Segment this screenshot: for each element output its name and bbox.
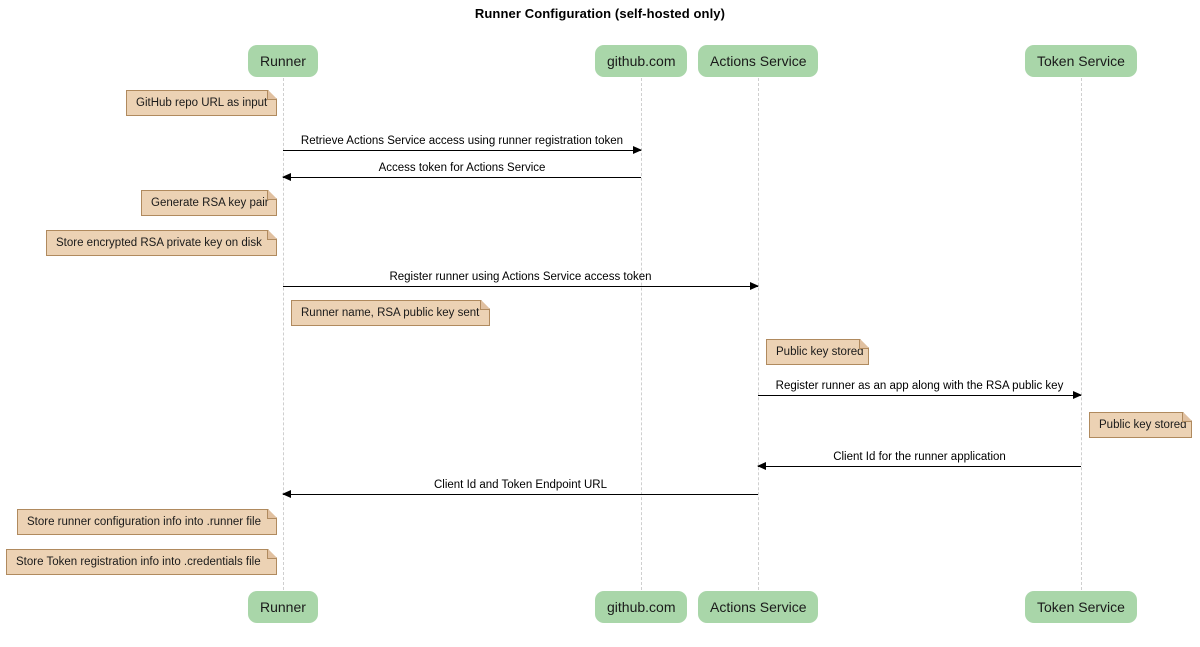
lifeline-token-service <box>1081 78 1082 590</box>
arrowhead-icon <box>282 172 291 181</box>
message-label: Register runner using Actions Service ac… <box>389 271 652 283</box>
participant-label: github.com <box>607 599 676 615</box>
message-label: Client Id for the runner application <box>833 451 1006 463</box>
arrowhead-icon <box>282 489 291 498</box>
lifeline-actions-service <box>758 78 759 590</box>
note-text: Store runner configuration info into .ru… <box>27 516 261 528</box>
participant-label: github.com <box>607 53 676 69</box>
participant-label: Actions Service <box>710 599 807 615</box>
participant-label: Runner <box>260 53 306 69</box>
note-fold-corner-icon <box>267 191 276 200</box>
participant-runner-top[interactable]: Runner <box>248 45 318 77</box>
arrowhead-icon <box>633 145 642 154</box>
arrowhead-icon <box>757 461 766 470</box>
note-store-encrypted-rsa-private-key-on-disk: Store encrypted RSA private key on disk <box>46 230 277 256</box>
participant-label: Token Service <box>1037 599 1125 615</box>
note-github-repo-url-as-input: GitHub repo URL as input <box>126 90 277 116</box>
note-store-runner-configuration-info-into-runner-file: Store runner configuration info into .ru… <box>17 509 277 535</box>
arrowhead-icon <box>750 281 759 290</box>
lifeline-github-com <box>641 78 642 590</box>
message-client-id-for-the-runner-application: Client Id for the runner application <box>757 451 1081 470</box>
note-text: Store Token registration info into .cred… <box>16 556 261 568</box>
message-label: Retrieve Actions Service access using ru… <box>300 135 624 147</box>
message-access-token-for-actions-service: Access token for Actions Service <box>282 162 641 181</box>
note-store-token-registration-info-into-credentials-file: Store Token registration info into .cred… <box>6 549 277 575</box>
participant-label: Actions Service <box>710 53 807 69</box>
arrowhead-icon <box>1073 390 1082 399</box>
note-text: Store encrypted RSA private key on disk <box>56 237 262 249</box>
note-fold-corner-icon <box>1182 413 1191 422</box>
participant-token-service-top[interactable]: Token Service <box>1025 45 1137 77</box>
participant-runner-bottom[interactable]: Runner <box>248 591 318 623</box>
note-fold-corner-icon <box>267 91 276 100</box>
participant-label: Token Service <box>1037 53 1125 69</box>
participant-github-com-top[interactable]: github.com <box>595 45 688 77</box>
note-text: Runner name, RSA public key sent <box>301 307 480 319</box>
message-client-id-and-token-endpoint-url: Client Id and Token Endpoint URL <box>282 479 758 498</box>
message-retrieve-actions-service-access-using-runner-registration-token: Retrieve Actions Service access using ru… <box>283 135 642 154</box>
note-fold-corner-icon <box>480 301 489 310</box>
note-text: Generate RSA key pair <box>151 197 269 209</box>
note-fold-corner-icon <box>267 550 276 559</box>
participant-label: Runner <box>260 599 306 615</box>
lifeline-runner <box>283 78 284 590</box>
note-text: Public key stored <box>776 346 864 358</box>
message-register-runner-using-actions-service-access-token: Register runner using Actions Service ac… <box>283 271 759 290</box>
message-label: Access token for Actions Service <box>378 162 546 174</box>
note-text: GitHub repo URL as input <box>136 97 268 109</box>
participant-token-service-bottom[interactable]: Token Service <box>1025 591 1137 623</box>
participant-actions-service-bottom[interactable]: Actions Service <box>698 591 819 623</box>
note-runner-name-rsa-public-key-sent: Runner name, RSA public key sent <box>291 300 490 326</box>
message-label: Register runner as an app along with the… <box>775 380 1064 392</box>
participant-github-com-bottom[interactable]: github.com <box>595 591 688 623</box>
note-fold-corner-icon <box>267 231 276 240</box>
page-title: Runner Configuration (self-hosted only) <box>474 6 726 21</box>
note-generate-rsa-key-pair: Generate RSA key pair <box>141 190 277 216</box>
note-text: Public key stored <box>1099 419 1187 431</box>
note-public-key-stored: Public key stored <box>766 339 869 365</box>
note-fold-corner-icon <box>267 510 276 519</box>
message-register-runner-as-an-app-along-with-the-rsa-public-key: Register runner as an app along with the… <box>758 380 1082 399</box>
message-label: Client Id and Token Endpoint URL <box>433 479 608 491</box>
participant-actions-service-top[interactable]: Actions Service <box>698 45 819 77</box>
note-fold-corner-icon <box>859 340 868 349</box>
note-public-key-stored: Public key stored <box>1089 412 1192 438</box>
